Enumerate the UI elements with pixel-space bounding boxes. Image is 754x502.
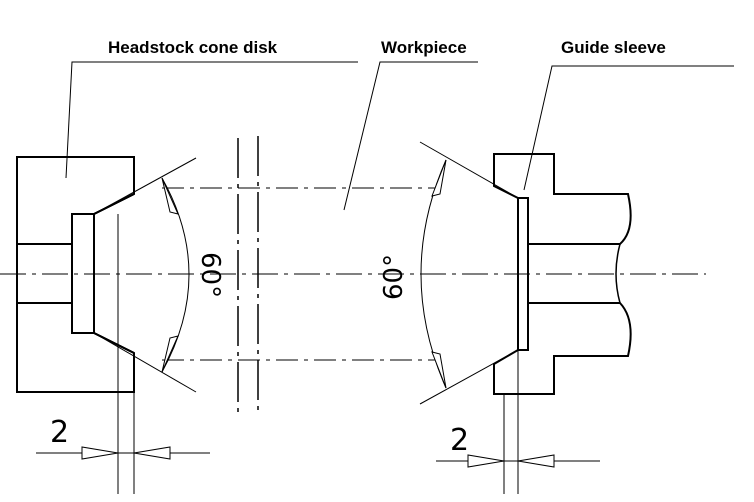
guide-label-group: Guide sleeve	[523, 38, 734, 191]
right-dimension: 2	[436, 423, 600, 468]
guide-sleeve	[419, 141, 632, 494]
workpiece-outline	[162, 136, 440, 412]
left-dimension: 2	[36, 415, 210, 460]
workpiece-label-group: Workpiece	[343, 38, 478, 211]
workpiece-label: Workpiece	[381, 38, 467, 57]
right-dimension-value: 2	[450, 423, 469, 458]
guide-label: Guide sleeve	[561, 38, 666, 57]
headstock-label: Headstock cone disk	[108, 38, 278, 57]
guide-leader	[523, 65, 734, 191]
headstock-leader	[65, 61, 358, 179]
left-angle-label: 60°	[195, 252, 225, 298]
right-angle-label: 60°	[379, 254, 409, 300]
headstock-cone-disk	[16, 156, 197, 494]
left-dimension-value: 2	[50, 415, 69, 450]
workpiece-leader	[343, 61, 478, 211]
headstock-label-group: Headstock cone disk	[65, 38, 358, 179]
